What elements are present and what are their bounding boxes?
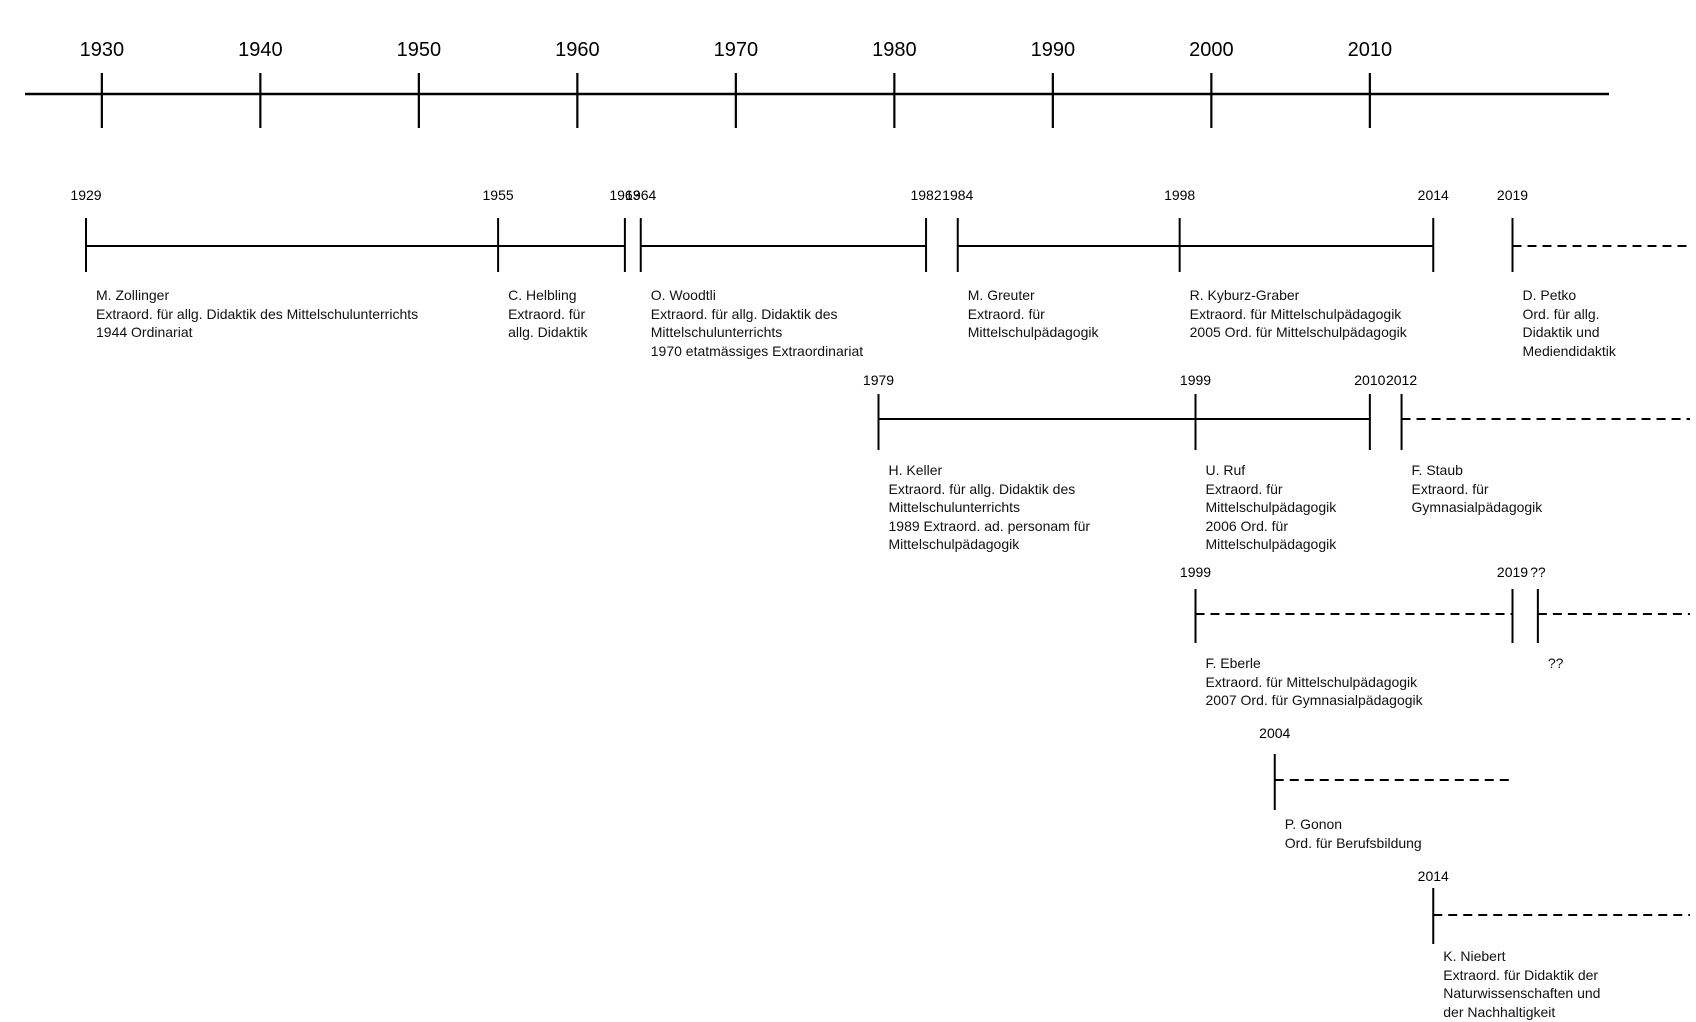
professor-role-line: Ord. für allg. bbox=[1522, 305, 1600, 322]
professor-name: F. Eberle bbox=[1205, 655, 1261, 671]
professor-role-line: Naturwissenschaften und bbox=[1443, 985, 1601, 1001]
professor-name: F. Staub bbox=[1411, 462, 1463, 478]
professor-name: D. Petko bbox=[1522, 287, 1577, 303]
tenure-year-label: 1964 bbox=[625, 187, 656, 203]
axis-year-label: 1970 bbox=[714, 39, 759, 61]
tenure-year-label: 2019 bbox=[1497, 187, 1528, 203]
professor-role-line: Mittelschulunterrichts bbox=[650, 324, 783, 340]
tenure-year-label: 1963 bbox=[609, 187, 640, 203]
professor-role-line: Extraord. für bbox=[1205, 480, 1283, 497]
professor-role-line: der Nachhaltigkeit bbox=[1443, 1003, 1556, 1020]
professor-name: M. Greuter bbox=[967, 287, 1035, 303]
professor-name: M. Zollinger bbox=[96, 287, 170, 303]
professor-name: U. Ruf bbox=[1205, 462, 1246, 478]
professor-role-line: 2005 Ord. für Mittelschulpädagogik bbox=[1189, 324, 1407, 340]
axis-year-label: 1950 bbox=[397, 39, 442, 61]
axis-year-label: 1990 bbox=[1031, 39, 1076, 61]
professor-role-line: 1989 Extraord. ad. personam für bbox=[888, 517, 1091, 534]
axis-year-label: 1940 bbox=[238, 39, 283, 61]
professor-role-line: Extraord. für allg. Didaktik des Mittels… bbox=[96, 305, 419, 322]
professor-role-line: allg. Didaktik bbox=[508, 324, 588, 340]
professor-role-line: Extraord. für bbox=[1411, 480, 1489, 497]
axis-year-label: 2010 bbox=[1348, 39, 1393, 61]
tenure-year-label: 1955 bbox=[483, 187, 514, 203]
tenure-year-label: 2004 bbox=[1259, 725, 1290, 741]
tenure-year-label: 1929 bbox=[70, 187, 101, 203]
tenure-year-label: 2014 bbox=[1418, 868, 1449, 884]
tenure-year-label: ?? bbox=[1530, 564, 1546, 580]
professor-role-line: Extraord. für Mittelschulpädagogik bbox=[1189, 305, 1402, 322]
tenure-year-label: 1982 bbox=[910, 187, 941, 203]
tenure-year-label: 1979 bbox=[863, 372, 894, 388]
axis-year-label: 1930 bbox=[80, 39, 125, 61]
tenure-year-label: 2012 bbox=[1386, 372, 1417, 388]
professor-note: ?? bbox=[1548, 654, 1564, 673]
professor-role-line: Ord. für Berufsbildung bbox=[1284, 834, 1422, 851]
axis-year-label: 1960 bbox=[555, 39, 600, 61]
professor-role-line: Mittelschulpädagogik bbox=[1205, 536, 1337, 552]
tenure-year-label: 1998 bbox=[1164, 187, 1195, 203]
professor-name: H. Keller bbox=[888, 462, 943, 478]
axis-year-label: 2000 bbox=[1189, 39, 1234, 61]
professor-role-line: 1944 Ordinariat bbox=[96, 324, 193, 340]
professor-role-line: 2006 Ord. für bbox=[1205, 517, 1289, 534]
professor-name: P. Gonon bbox=[1284, 816, 1343, 832]
professor-role-line: Extraord. für Mittelschulpädagogik bbox=[1205, 673, 1418, 690]
tenure-year-label: 1999 bbox=[1180, 564, 1211, 580]
professor-name: ?? bbox=[1547, 655, 1564, 671]
professor-role-line: Didaktik und bbox=[1522, 324, 1600, 340]
tenure-year-label: 2019 bbox=[1497, 564, 1528, 580]
professor-role-line: Mittelschulpädagogik bbox=[1205, 499, 1337, 515]
tenure-year-label: 1984 bbox=[942, 187, 973, 203]
professor-role-line: Gymnasialpädagogik bbox=[1411, 499, 1543, 515]
professor-role-line: Mittelschulpädagogik bbox=[967, 324, 1099, 340]
tenure-year-label: 2010 bbox=[1354, 372, 1385, 388]
professor-role-line: Extraord. für allg. Didaktik des bbox=[650, 305, 838, 322]
professor-name: O. Woodtli bbox=[650, 287, 716, 303]
professor-role-line: Extraord. für bbox=[508, 305, 586, 322]
professor-role-line: Extraord. für bbox=[967, 305, 1045, 322]
professor-role-line: 1970 etatmässiges Extraordinariat bbox=[650, 342, 864, 359]
professor-role-line: Mediendidaktik bbox=[1522, 342, 1616, 359]
professor-role-line: Mittelschulunterrichts bbox=[888, 499, 1021, 515]
professor-name: K. Niebert bbox=[1443, 948, 1506, 964]
tenure-year-label: 1999 bbox=[1180, 372, 1211, 388]
professor-role-line: Mittelschulpädagogik bbox=[888, 536, 1020, 552]
professor-role-line: Extraord. für allg. Didaktik des bbox=[888, 480, 1076, 497]
professor-role-line: Extraord. für Didaktik der bbox=[1443, 966, 1599, 983]
professor-name: C. Helbling bbox=[508, 287, 577, 303]
tenure-year-label: 2014 bbox=[1418, 187, 1449, 203]
professor-name: R. Kyburz-Graber bbox=[1189, 287, 1300, 303]
professor-role-line: 2007 Ord. für Gymnasialpädagogik bbox=[1205, 692, 1423, 708]
axis-year-label: 1980 bbox=[872, 39, 917, 61]
